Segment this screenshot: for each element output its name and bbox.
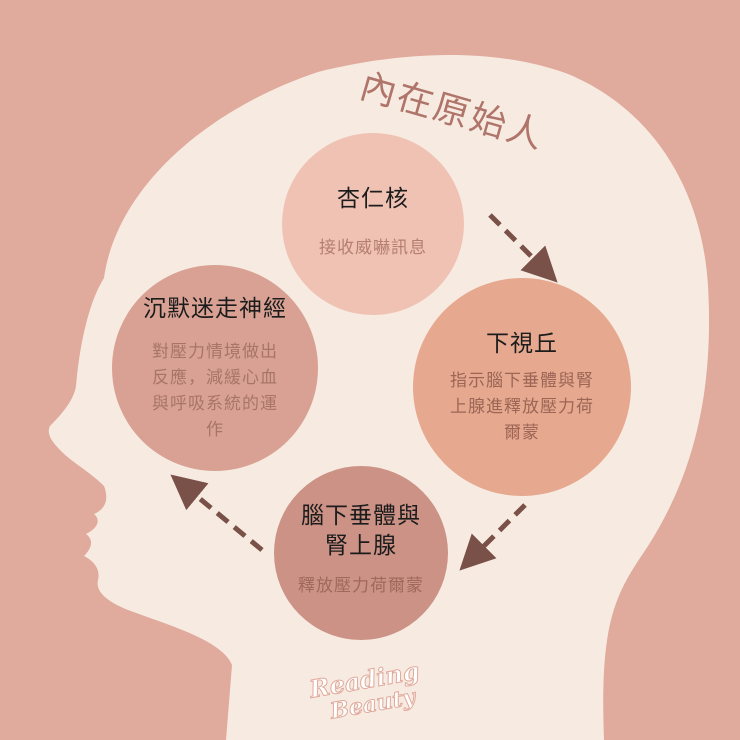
- node-vagus-nerve-desc: 對壓力情境做出反應，減緩心血與呼吸系統的運作: [152, 342, 278, 440]
- arrow-amygdala-to-hypothalamus: [488, 213, 558, 283]
- head-silhouette: [48, 54, 710, 740]
- node-hypothalamus-desc: 指示腦下垂體與腎上腺進釋放壓力荷爾蒙: [450, 371, 594, 443]
- node-hypothalamus-title: 下視丘: [486, 331, 558, 357]
- node-vagus-nerve: 沉默迷走神經 對壓力情境做出反應，減緩心血與呼吸系統的運作: [112, 265, 318, 471]
- arrow-hypothalamus-to-pituitary: [459, 503, 527, 571]
- node-amygdala-title: 杏仁核: [337, 186, 409, 212]
- node-pituitary-adrenal: 腦下垂體與腎上腺 釋放壓力荷爾蒙: [274, 466, 448, 640]
- node-pituitary-adrenal-desc: 釋放壓力荷爾蒙: [298, 576, 424, 596]
- node-vagus-nerve-title: 沉默迷走神經: [143, 296, 287, 322]
- arrow-pituitary-to-vagus: [170, 474, 264, 552]
- node-amygdala-desc: 接收威嚇訊息: [319, 238, 427, 258]
- node-pituitary-adrenal-title: 腦下垂體與腎上腺: [301, 503, 421, 559]
- node-amygdala: 杏仁核 接收威嚇訊息: [282, 133, 464, 315]
- node-hypothalamus: 下視丘 指示腦下垂體與腎上腺進釋放壓力荷爾蒙: [413, 278, 631, 496]
